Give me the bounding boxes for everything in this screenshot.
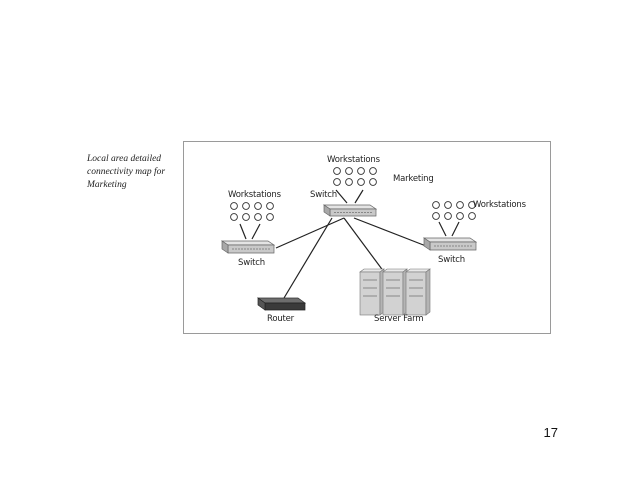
caption-line-2: connectivity map for bbox=[87, 167, 166, 177]
workstation-icon bbox=[230, 202, 238, 210]
router-icon bbox=[256, 297, 307, 311]
link-left-workstations-2 bbox=[251, 223, 261, 240]
workstation-icon bbox=[369, 178, 377, 186]
figure-caption: Local area detailed connectivity map for… bbox=[87, 153, 177, 192]
caption-line-1: Local area detailed bbox=[87, 154, 162, 164]
server-icon bbox=[359, 268, 385, 316]
workstation-icon bbox=[345, 178, 353, 186]
workstation-group-left bbox=[230, 202, 274, 221]
workstation-icon bbox=[444, 201, 452, 209]
page-number: 17 bbox=[543, 425, 558, 440]
link-top-workstations-2 bbox=[354, 189, 364, 204]
workstation-icon bbox=[230, 213, 238, 221]
label-server-farm: Server Farm bbox=[374, 314, 424, 324]
workstation-icon bbox=[456, 212, 464, 220]
workstation-icon bbox=[254, 202, 262, 210]
workstation-icon bbox=[254, 213, 262, 221]
server-farm-icon bbox=[359, 268, 431, 316]
workstation-icon bbox=[468, 201, 476, 209]
label-workstations-right: Workstations bbox=[473, 200, 526, 210]
link-left-workstations bbox=[239, 223, 247, 240]
workstation-icon bbox=[444, 212, 452, 220]
workstation-icon bbox=[266, 202, 274, 210]
workstation-icon bbox=[357, 167, 365, 175]
label-router: Router bbox=[267, 314, 294, 324]
workstation-icon bbox=[266, 213, 274, 221]
caption-line-3: Marketing bbox=[87, 180, 127, 190]
workstation-icon bbox=[333, 167, 341, 175]
label-switch-center: Switch bbox=[310, 190, 337, 200]
workstation-icon bbox=[242, 202, 250, 210]
link-center-right-switch bbox=[353, 217, 427, 247]
workstation-icon bbox=[333, 178, 341, 186]
link-top-workstations bbox=[335, 189, 348, 204]
workstation-icon bbox=[468, 212, 476, 220]
workstation-group-right bbox=[432, 201, 476, 220]
server-icon bbox=[382, 268, 408, 316]
link-center-left-switch bbox=[275, 217, 345, 249]
label-workstations-top: Workstations bbox=[327, 155, 380, 165]
network-diagram: Workstations Marketing Workstations Swit… bbox=[183, 141, 551, 334]
switch-icon-center bbox=[322, 204, 378, 217]
label-marketing: Marketing bbox=[393, 174, 434, 184]
workstation-icon bbox=[345, 167, 353, 175]
link-right-workstations-2 bbox=[451, 221, 460, 237]
link-center-server-farm bbox=[343, 217, 385, 273]
workstation-group-top bbox=[333, 167, 377, 186]
switch-icon-right bbox=[422, 237, 478, 251]
link-center-router bbox=[283, 217, 333, 299]
link-right-workstations bbox=[438, 221, 447, 237]
workstation-icon bbox=[432, 201, 440, 209]
network-diagram-graphics bbox=[220, 167, 478, 316]
server-icon bbox=[405, 268, 431, 316]
connections bbox=[239, 189, 460, 299]
workstation-icon bbox=[432, 212, 440, 220]
label-workstations-left: Workstations bbox=[228, 190, 281, 200]
workstation-icon bbox=[456, 201, 464, 209]
workstation-icon bbox=[357, 178, 365, 186]
workstation-icon bbox=[369, 167, 377, 175]
switch-icon-left bbox=[220, 240, 276, 254]
workstation-icon bbox=[242, 213, 250, 221]
label-switch-left: Switch bbox=[238, 258, 265, 268]
label-switch-right: Switch bbox=[438, 255, 465, 265]
